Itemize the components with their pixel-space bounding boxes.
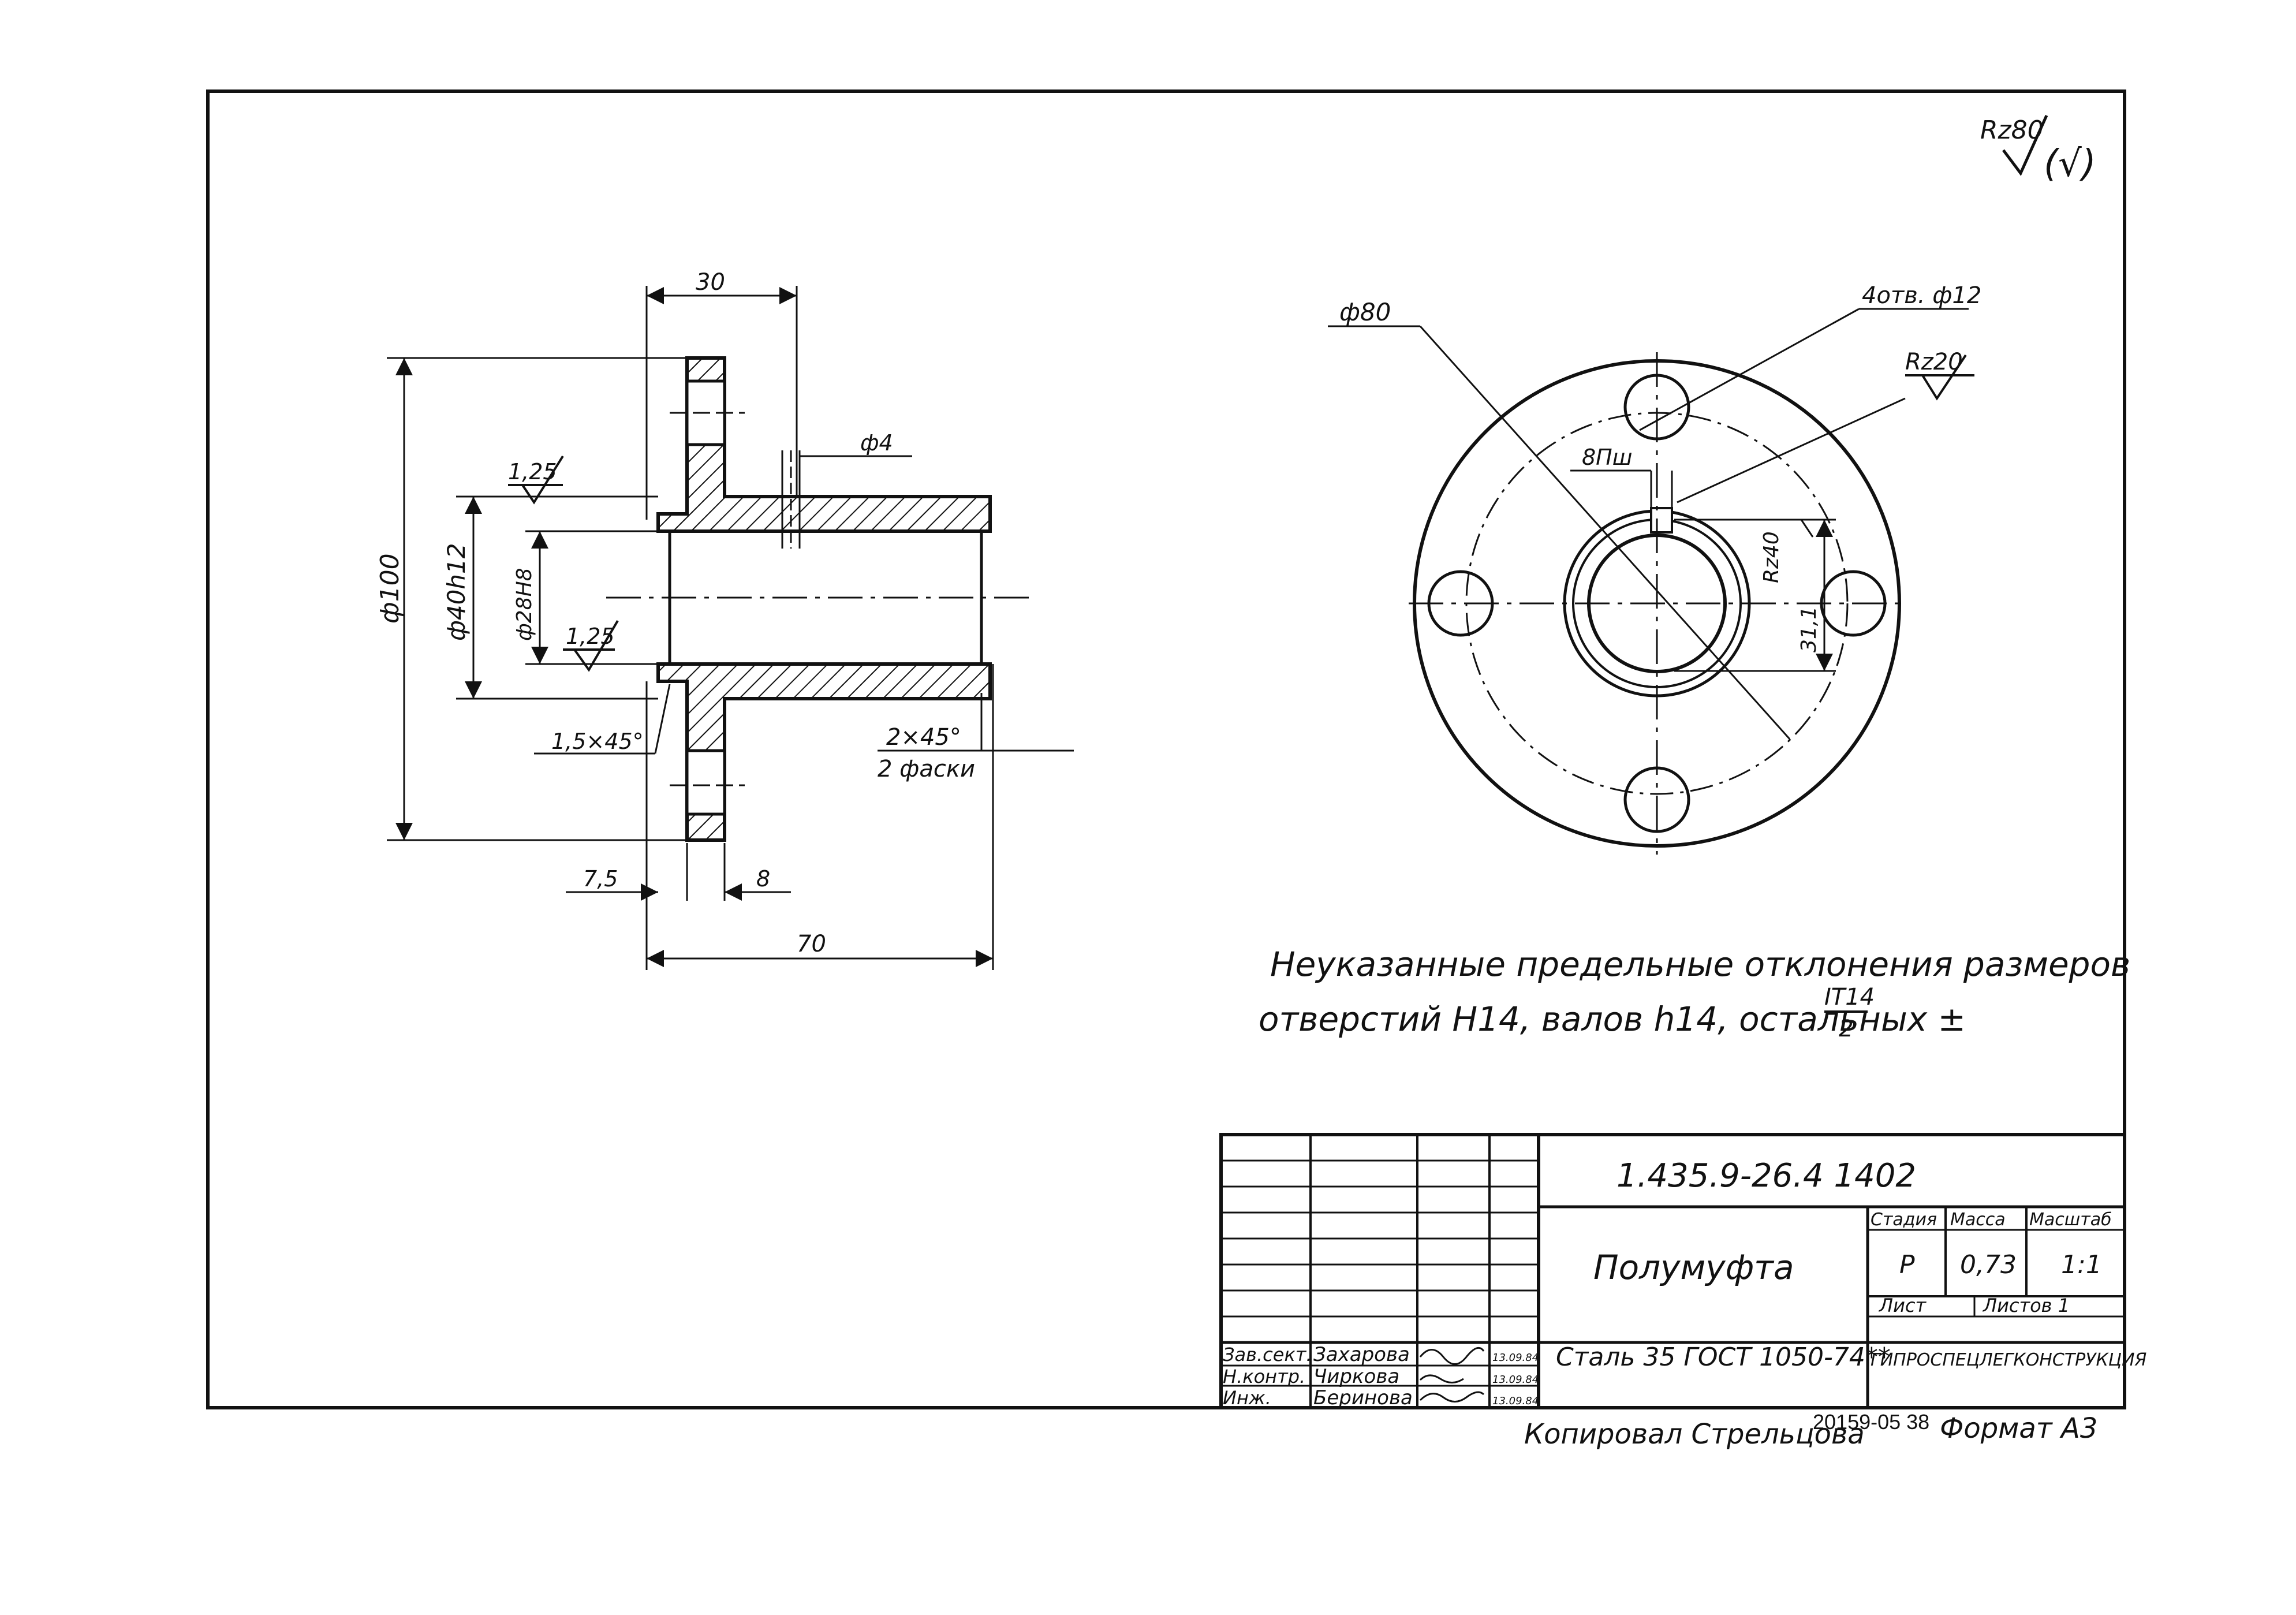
hdr-scale: Масштаб	[2029, 1210, 2112, 1230]
chamfer-15: 1,5×45°	[551, 729, 644, 754]
part-name: Полумуфта	[1593, 1248, 1794, 1287]
hdr-mass: Масса	[1950, 1210, 2006, 1230]
mass-value: 0,73	[1960, 1250, 2017, 1280]
chamfer-2-note: 2 фаски	[878, 756, 975, 782]
dim-70: 70	[797, 931, 826, 957]
note-line2: отверстий H14, валов h14, остальных ±	[1259, 999, 1966, 1039]
roughness-parens: (√)	[2044, 143, 2096, 185]
scale-value: 1:1	[2061, 1250, 2102, 1280]
roughness-125-top: 1,25	[508, 459, 557, 484]
front-view-dimensions: ф80 4отв. ф12 Rz20 8Пш Rz40 31,1	[1328, 282, 1981, 740]
role-2: Н.контр.	[1223, 1366, 1305, 1388]
role-3: Инж.	[1223, 1387, 1271, 1409]
name-1: Захарова	[1313, 1343, 1410, 1366]
keyway-dim: 8Пш	[1582, 445, 1633, 470]
dim-phi100: ф100	[375, 553, 405, 624]
dim-8: 8	[756, 866, 770, 892]
sheet-format: Формат А3	[1940, 1412, 2097, 1445]
side-view-dimensions: 30 ф4 ф100 ф40h12 ф28H8 1,25 1,25 1,5×45…	[375, 269, 1074, 970]
note-frac-den: 2	[1839, 1016, 1853, 1042]
note-frac-num: IT14	[1824, 984, 1875, 1010]
roughness-general-value: Rz80	[1980, 115, 2044, 145]
roughness-125-inner: 1,25	[566, 624, 615, 649]
sheets-label: Листов 1	[1983, 1295, 2070, 1316]
dim-311: 31,1	[1797, 606, 1821, 652]
dim-phi80: ф80	[1339, 298, 1391, 326]
side-section-view	[606, 356, 1033, 842]
material: Сталь 35 ГОСТ 1050-74**	[1556, 1342, 1891, 1372]
stage-value: Р	[1899, 1250, 1915, 1280]
role-1: Зав.сект.	[1223, 1344, 1312, 1366]
dim-phi4: ф4	[860, 430, 893, 456]
copied-by: Копировал Стрельцова	[1524, 1418, 1865, 1450]
dim-phi40: ф40h12	[442, 543, 471, 641]
roughness-rz40: Rz40	[1760, 531, 1783, 583]
front-view	[1409, 352, 1905, 855]
sheet-label: Лист	[1879, 1295, 1927, 1316]
title-block: Зав.сект. Захарова 13.09.84 Н.контр. Чир…	[1219, 1133, 2147, 1409]
copy-number: 20159-05 38	[1813, 1410, 1929, 1434]
date-1: 13.09.84	[1492, 1352, 1539, 1364]
note-line1: Неуказанные предельные отклонения размер…	[1270, 945, 2130, 984]
signature-1	[1419, 1347, 1485, 1365]
tolerance-note: Неуказанные предельные отклонения размер…	[1259, 945, 2130, 1042]
drawing-frame	[206, 89, 2126, 1409]
chamfer-2: 2×45°	[886, 724, 961, 751]
date-3: 13.09.84	[1492, 1395, 1539, 1407]
signature-3	[1419, 1391, 1485, 1403]
dim-30: 30	[696, 269, 725, 296]
doc-code: 1.435.9-26.4 1402	[1616, 1157, 1916, 1195]
hdr-stage: Стадия	[1871, 1210, 1937, 1230]
roughness-rz20: Rz20	[1905, 349, 1963, 375]
dim-phi28: ф28H8	[513, 568, 536, 641]
sheet-footer: Копировал Стрельцова 20159-05 38 Формат …	[1524, 1410, 2097, 1450]
roughness-general-symbol: Rz80 (√)	[1980, 114, 2096, 185]
holes-note: 4отв. ф12	[1862, 282, 1981, 309]
organization: ГИПРОСПЕЦЛЕГКОНСТРУКЦИЯ	[1871, 1350, 2147, 1370]
date-2: 13.09.84	[1492, 1374, 1539, 1386]
dim-75: 7,5	[583, 866, 618, 892]
signature-2	[1419, 1374, 1464, 1383]
name-2: Чиркова	[1313, 1365, 1399, 1388]
name-3: Беринова	[1313, 1386, 1413, 1409]
